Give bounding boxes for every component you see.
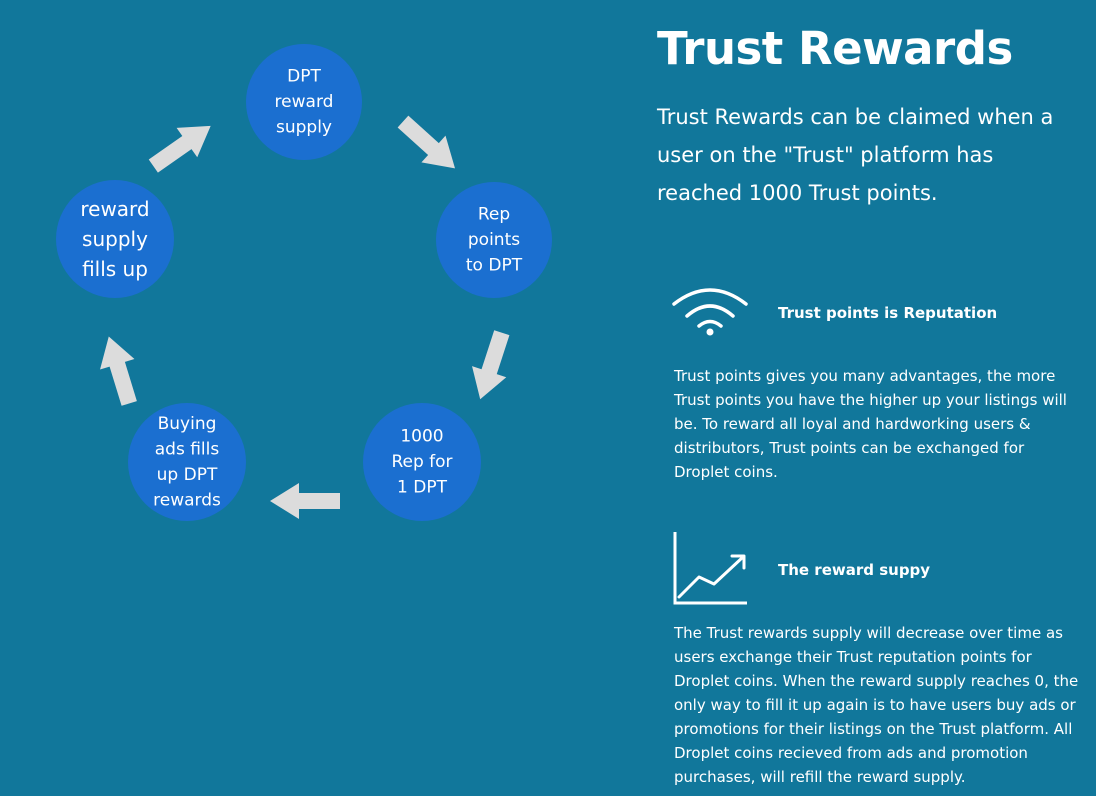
node-circle xyxy=(128,403,246,521)
arrow-1000-rep-for-1-dpt-to-buying-ads-fills-up-dpt-rewards xyxy=(270,483,340,519)
node-label-line: Rep xyxy=(478,205,510,225)
intro-text: Trust Rewards can be claimed when a user… xyxy=(657,105,1054,205)
page-title: Trust Rewards xyxy=(657,22,1013,75)
cycle-node-dpt-reward-supply: DPT reward supply xyxy=(246,44,362,160)
node-label-line: reward xyxy=(275,92,334,112)
node-label-line: reward xyxy=(80,197,149,221)
arrow-rep-points-to-dpt-to-1000-rep-for-1-dpt xyxy=(472,330,510,400)
arrow-dpt-reward-supply-to-rep-points-to-dpt xyxy=(397,115,456,169)
node-circle xyxy=(436,182,552,298)
arrow-reward-supply-fills-up-to-dpt-reward-supply xyxy=(148,125,211,173)
node-label-line: 1 DPT xyxy=(397,478,448,498)
node-label-line: points xyxy=(468,230,520,250)
feature-text-reward-supply: The Trust rewards supply will decrease o… xyxy=(674,624,1079,786)
arrow-buying-ads-fills-up-dpt-rewards-to-reward-supply-fills-up xyxy=(100,336,137,406)
cycle-node-reward-supply-fills-up: reward supply fills up xyxy=(56,180,174,298)
node-label-line: ads fills xyxy=(155,439,220,459)
node-label-line: Rep for xyxy=(391,452,452,472)
node-label-line: supply xyxy=(82,227,148,251)
wifi-signal-icon xyxy=(672,288,748,336)
node-label-line: fills up xyxy=(82,257,148,281)
node-label-line: 1000 xyxy=(400,427,443,447)
node-label-line: to DPT xyxy=(466,256,523,276)
node-label-line: up DPT xyxy=(157,465,218,485)
cycle-node-buying-ads-fills-up-dpt-rewards: Buying ads fills up DPT rewards xyxy=(128,403,246,521)
feature-title-reputation: Trust points is Reputation xyxy=(778,304,998,322)
node-circle xyxy=(246,44,362,160)
node-label-line: Buying xyxy=(158,414,217,434)
growth-chart-icon xyxy=(673,532,747,605)
feature-text-reputation: Trust points gives you many advantages, … xyxy=(674,367,1067,481)
node-circle xyxy=(56,180,174,298)
node-circle xyxy=(363,403,481,521)
node-label-line: DPT xyxy=(287,67,321,87)
cycle-node-rep-points-to-dpt: Rep points to DPT xyxy=(436,182,552,298)
node-label-line: rewards xyxy=(153,490,221,510)
feature-title-reward-supply: The reward suppy xyxy=(778,561,931,579)
node-label-line: supply xyxy=(276,118,332,138)
